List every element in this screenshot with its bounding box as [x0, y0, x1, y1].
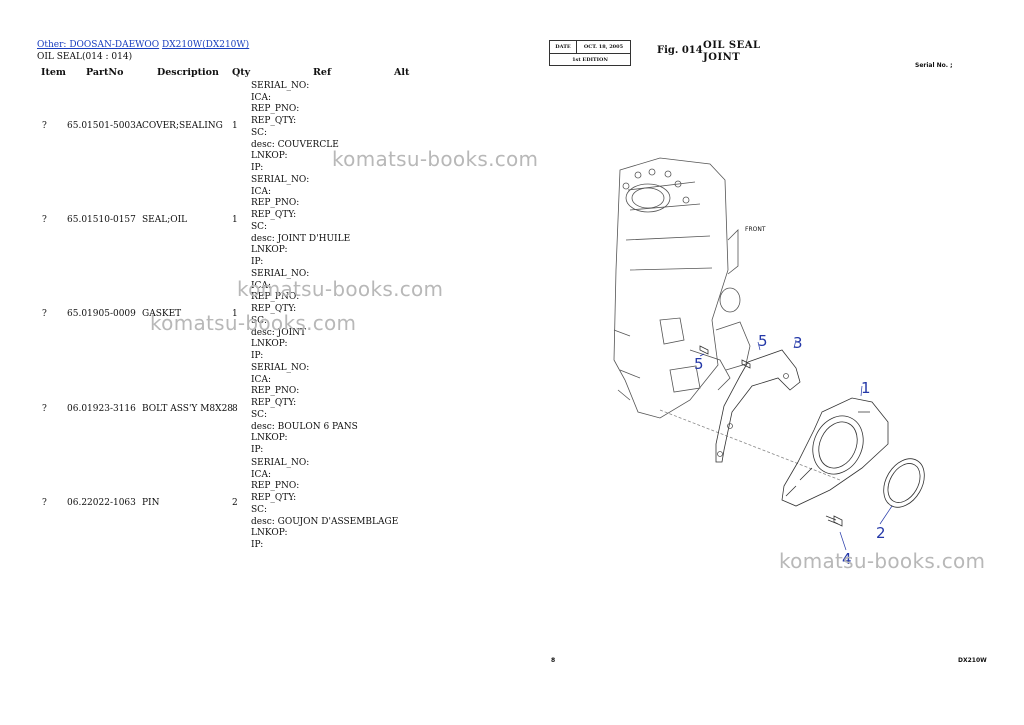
row-partno: 65.01510-0157: [67, 215, 136, 225]
row-details: SERIAL_NO: ICA: REP_PNO: REP_QTY: SC: de…: [251, 81, 339, 173]
watermark: komatsu-books.com: [332, 147, 539, 171]
row-details: SERIAL_NO: ICA: REP_PNO: REP_QTY: SC: de…: [251, 175, 351, 267]
callout-3: 3: [793, 334, 803, 352]
figure-title-en: OIL SEAL: [703, 40, 761, 51]
row-description: SEAL;OIL: [142, 215, 188, 225]
callout-2: 2: [876, 524, 886, 542]
header-description: Description: [157, 67, 219, 78]
breadcrumb: Other: DOOSAN-DAEWOO DX210W(DX210W): [37, 40, 249, 50]
breadcrumb-category-link[interactable]: Other: DOOSAN-DAEWOO: [37, 40, 160, 50]
date-value: OCT. 18, 2005: [583, 44, 624, 50]
exploded-diagram: [613, 157, 925, 551]
row-qty: 2: [232, 498, 238, 508]
callout-5b: 5: [694, 355, 704, 373]
row-partno: 65.01501-5003A: [67, 121, 143, 131]
row-qty: 8: [232, 404, 238, 414]
breadcrumb-model-link[interactable]: DX210W(DX210W): [162, 40, 250, 50]
row-details: SERIAL_NO: ICA: REP_PNO: REP_QTY: SC: de…: [251, 363, 358, 455]
row-item: ?: [42, 309, 47, 319]
seal-cover-drawing: [781, 397, 889, 507]
row-qty: 1: [232, 121, 238, 131]
row-partno: 65.01905-0009: [67, 309, 136, 319]
date-label: DATE: [550, 41, 577, 53]
header-ref: Ref: [313, 67, 332, 78]
date-edition-box: DATE OCT. 18, 2005 1st EDITION: [549, 40, 631, 66]
serial-number-label: Serial No. ;: [915, 62, 953, 69]
watermark: komatsu-books.com: [150, 311, 357, 335]
callout-4: 4: [842, 550, 852, 568]
watermark: komatsu-books.com: [779, 549, 986, 573]
row-description: BOLT ASS'Y M8X28: [142, 404, 234, 414]
callout-1: 1: [861, 379, 871, 397]
page-subtitle: OIL SEAL(014 : 014): [37, 52, 133, 62]
row-details: SERIAL_NO: ICA: REP_PNO: REP_QTY: SC: de…: [251, 458, 399, 550]
gasket-drawing: [715, 349, 801, 463]
figure-title-fr: JOINT: [703, 52, 741, 63]
header-qty: Qty: [232, 67, 251, 78]
row-item: ?: [42, 498, 47, 508]
header-alt: Alt: [394, 67, 410, 78]
engine-block-drawing: [613, 157, 751, 419]
row-qty: 1: [232, 215, 238, 225]
oil-seal-drawing: [883, 458, 925, 508]
header-item: Item: [41, 67, 66, 78]
callout-5a: 5: [758, 332, 768, 350]
watermark: komatsu-books.com: [237, 277, 444, 301]
edition-label: 1st EDITION: [572, 56, 608, 63]
bolt-drawing: [825, 515, 843, 527]
row-qty: 1: [232, 309, 238, 319]
row-description: GASKET: [142, 309, 182, 319]
row-item: ?: [42, 215, 47, 225]
row-description: PIN: [142, 498, 160, 508]
row-item: ?: [42, 404, 47, 414]
front-label: FRONT: [745, 226, 766, 233]
figure-title: OIL SEAL JOINT: [703, 40, 761, 64]
row-description: COVER;SEALING: [142, 121, 223, 131]
row-partno: 06.22022-1063: [67, 498, 136, 508]
row-details: SERIAL_NO: ICA: REP_PNO: REP_QTY: SC: de…: [251, 269, 310, 361]
row-partno: 06.01923-3116: [67, 404, 136, 414]
header-partno: PartNo: [86, 67, 124, 78]
pin-drawing: [699, 345, 751, 369]
row-item: ?: [42, 121, 47, 131]
page-number: 8: [551, 657, 556, 664]
model-code: DX210W: [958, 657, 987, 664]
figure-number: Fig. 014: [657, 45, 703, 56]
